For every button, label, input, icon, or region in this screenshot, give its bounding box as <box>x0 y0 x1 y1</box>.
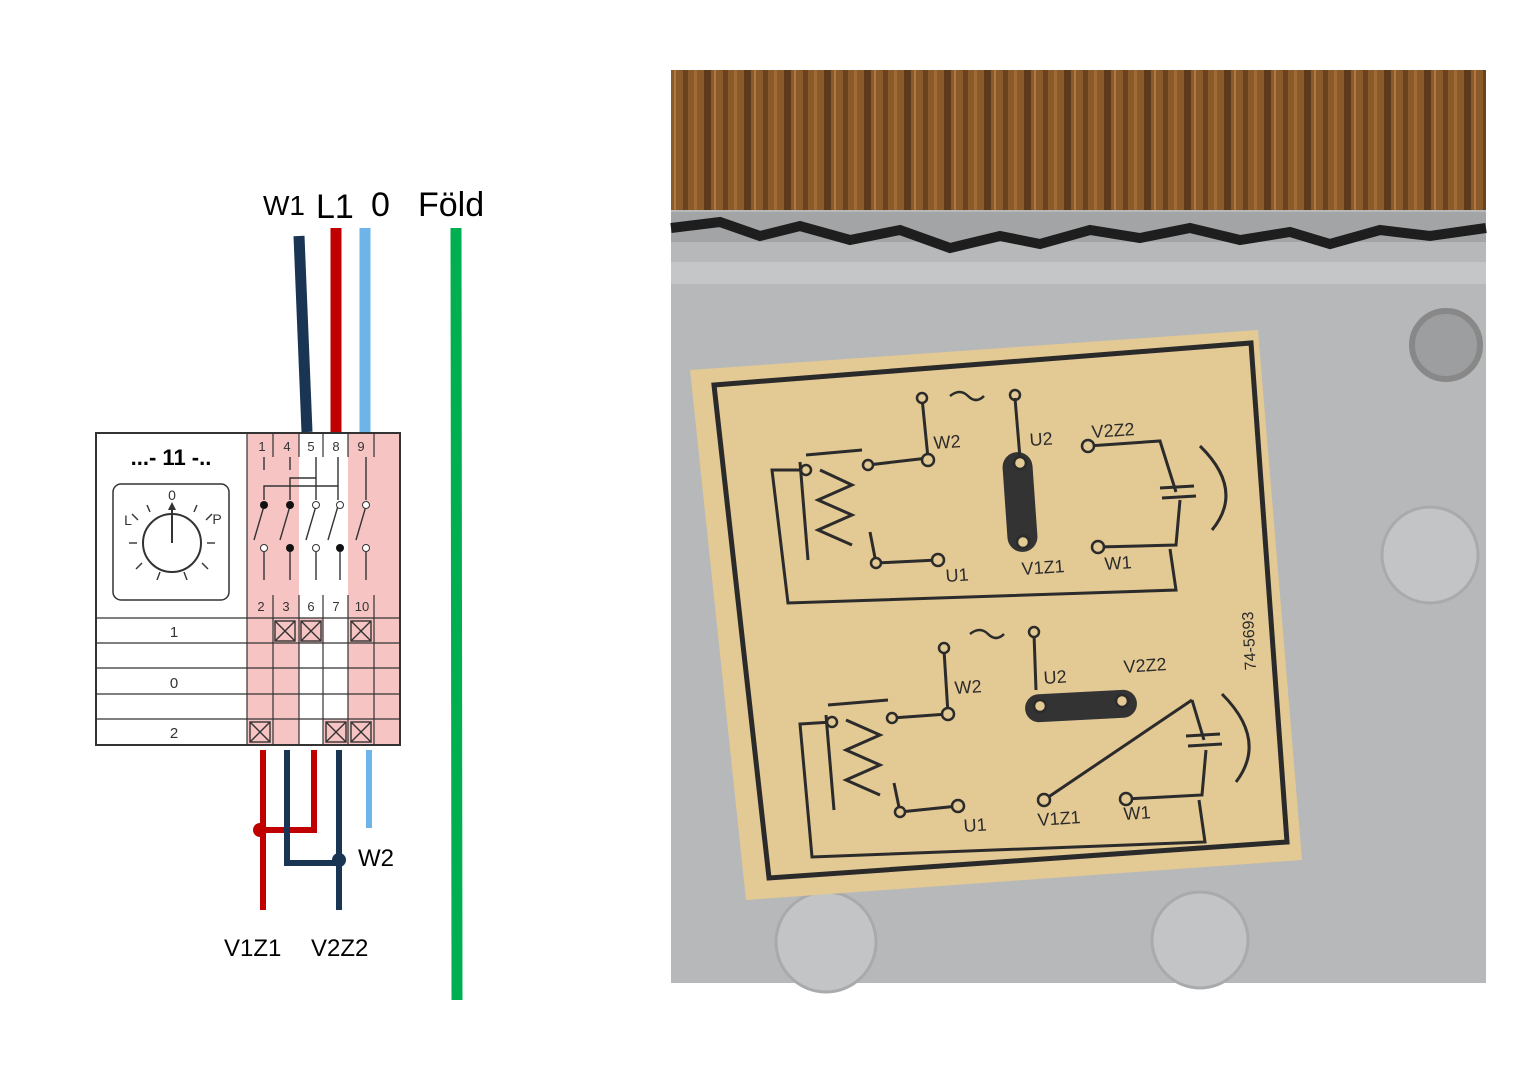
terminal-6: 6 <box>307 599 314 614</box>
upper-link-bar <box>1002 452 1038 552</box>
rotary-switch-diagram: 1 4 5 8 9 2 3 6 7 10 <box>95 432 401 746</box>
rivet-bottom-left <box>774 890 878 994</box>
switch-white-gap <box>299 433 348 618</box>
dial-right-label: P <box>212 511 221 527</box>
terminal-5: 5 <box>307 439 314 454</box>
paper-label <box>690 330 1302 900</box>
upper-w2-label: W2 <box>933 431 961 453</box>
motor-label-photo: W2 U2 V2Z2 U1 V1Z1 W1 <box>670 70 1487 994</box>
position-2-label: 2 <box>170 725 178 742</box>
dial-frame <box>112 483 230 601</box>
dirt-edge <box>670 216 1487 254</box>
lower-u1-label: U1 <box>963 814 987 836</box>
position-1-label: 1 <box>170 624 178 641</box>
upper-w1-label: W1 <box>1104 552 1132 574</box>
dial-zero-label: 0 <box>168 487 176 503</box>
terminal-8: 8 <box>332 439 339 454</box>
upper-v2z2-label: V2Z2 <box>1091 419 1135 442</box>
position-0-label: 0 <box>170 675 178 692</box>
wood-background <box>671 70 1486 230</box>
switch-title: ...- 11 -.. <box>131 445 212 470</box>
red-junction-dot <box>253 823 267 837</box>
l1-label: L1 <box>316 188 354 226</box>
upper-u1-label: U1 <box>945 564 969 586</box>
navy-junction-dot <box>332 853 346 867</box>
upper-v1z1-label: V1Z1 <box>1021 556 1065 579</box>
terminal-2: 2 <box>257 599 264 614</box>
w1-label: W1 <box>263 190 305 221</box>
lower-labels: W2 U2 V2Z2 U1 V1Z1 W1 <box>954 654 1167 836</box>
contact-closed-marks <box>249 620 372 743</box>
screw-hole-top-right <box>1409 308 1483 382</box>
upper-schematic <box>770 390 1228 605</box>
terminal-3: 3 <box>282 599 289 614</box>
switch-outline <box>95 432 401 746</box>
lower-w1-label: W1 <box>1123 802 1151 824</box>
lower-link-bar <box>1025 689 1137 723</box>
terminal-7: 7 <box>332 599 339 614</box>
upper-labels: W2 U2 V2Z2 U1 V1Z1 W1 <box>933 419 1135 586</box>
column-lines <box>246 433 375 745</box>
bottom-wires <box>260 750 372 910</box>
upper-u2-label: U2 <box>1029 428 1053 450</box>
lower-terminals <box>825 625 1134 819</box>
terminal-4: 4 <box>283 439 290 454</box>
rivet-bottom-center <box>1150 890 1250 990</box>
lower-v1z1-label: V1Z1 <box>1037 807 1081 830</box>
red-bridge-wire <box>260 750 317 833</box>
dial-ticks <box>129 504 215 581</box>
w2-bottom-label: W2 <box>358 845 394 872</box>
contact-dots <box>260 501 370 552</box>
terminal-10: 10 <box>355 599 369 614</box>
v1z1-bottom-label: V1Z1 <box>224 935 281 962</box>
row-lines <box>96 617 400 720</box>
earth-wire <box>450 227 463 1001</box>
wiring-diagram: W1 L1 0 Föld <box>95 186 484 1001</box>
lower-w2-label: W2 <box>954 676 982 698</box>
lower-v2z2-label: V2Z2 <box>1123 654 1167 677</box>
dial-left-label: L <box>124 512 132 528</box>
switch-contacts <box>253 457 367 580</box>
lower-u2-label: U2 <box>1043 666 1067 688</box>
part-number-label: 74-5693 <box>1240 611 1260 671</box>
label-border <box>711 340 1290 881</box>
metal-step <box>671 262 1486 284</box>
terminal-1: 1 <box>258 439 265 454</box>
fold-label: Föld <box>418 186 484 224</box>
w1-wire-top <box>293 235 313 433</box>
terminal-9: 9 <box>357 439 364 454</box>
terminal-numbers: 1 4 5 8 9 2 3 6 7 10 <box>257 439 369 614</box>
rivet-right <box>1380 505 1480 605</box>
v2z2-bottom-label: V2Z2 <box>311 935 368 962</box>
zero-label: 0 <box>371 186 390 224</box>
navy-bridge-wire <box>284 750 340 866</box>
